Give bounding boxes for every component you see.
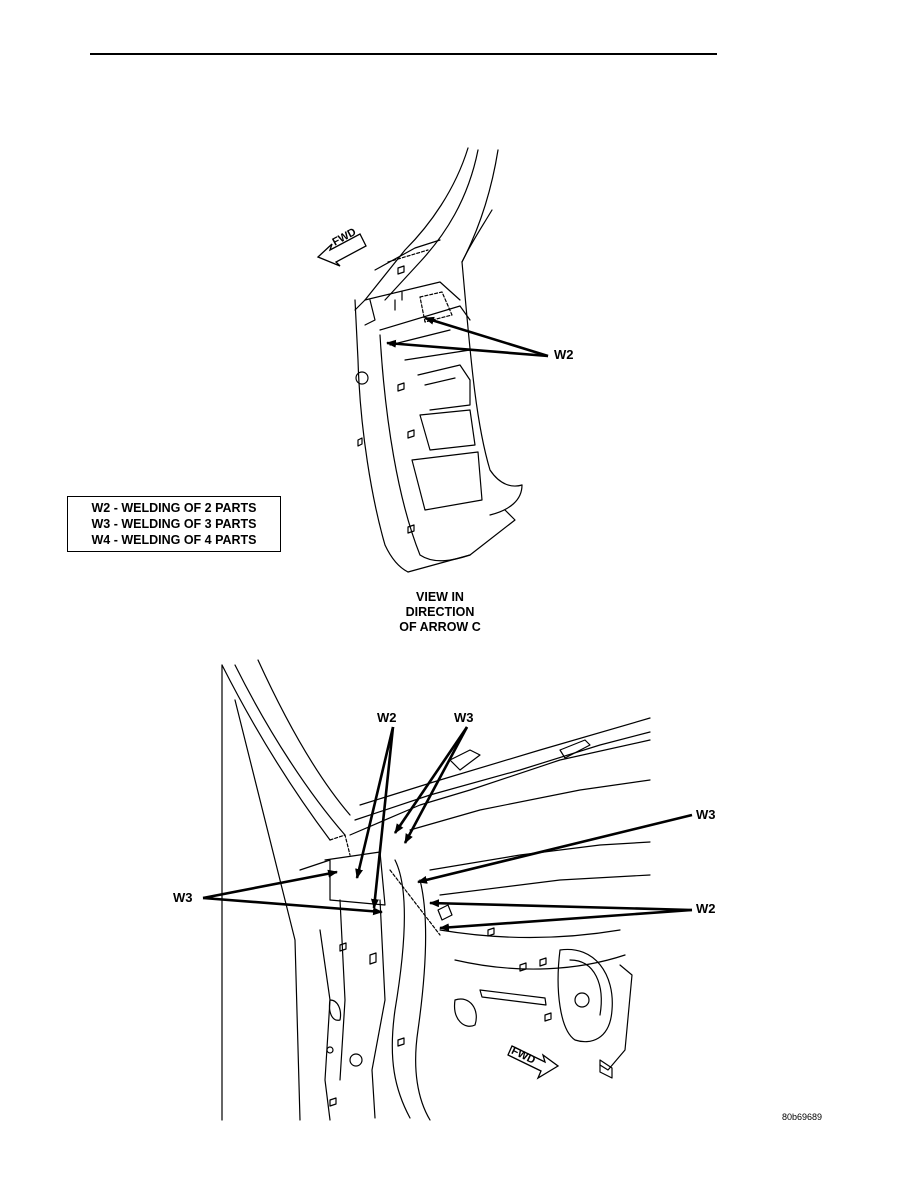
- leader-bottom-w3-top-b: [403, 726, 469, 844]
- bottom-body-drawing: [221, 659, 651, 1121]
- leader-bottom-w3-right: [417, 813, 693, 884]
- legend-row-w4: W4 - WELDING OF 4 PARTS: [91, 533, 257, 547]
- fwd-arrow-top-shape: [316, 233, 367, 267]
- caption-line-1: VIEW IN: [416, 590, 464, 604]
- label-bottom-w3-top: W3: [454, 710, 474, 725]
- label-bottom-w2-right: W2: [696, 901, 716, 916]
- legend-row-w2: W2 - WELDING OF 2 PARTS: [91, 501, 257, 515]
- leader-bottom-w2-right-a: [429, 899, 693, 912]
- header-rule: [90, 53, 717, 55]
- view-caption: VIEW IN DIRECTION OF ARROW C: [370, 590, 510, 635]
- label-top-w2: W2: [554, 347, 574, 362]
- leader-top-w2-b: [386, 339, 549, 358]
- caption-line-2: DIRECTION: [405, 605, 475, 619]
- leader-bottom-w3-top-a: [393, 726, 469, 834]
- top-pillar-drawing: [354, 147, 523, 573]
- label-bottom-w3-right: W3: [696, 807, 716, 822]
- leader-bottom-w3-left-b: [202, 896, 383, 916]
- legend-row-w3: W3 - WELDING OF 3 PARTS: [91, 517, 257, 531]
- leader-bottom-w2-top-b: [370, 726, 395, 909]
- leader-bottom-w2-top-a: [355, 726, 395, 879]
- figure-id: 80b69689: [782, 1112, 823, 1122]
- leader-bottom-w2-right-b: [439, 908, 693, 932]
- caption-line-3: OF ARROW C: [399, 620, 481, 634]
- fwd-arrow-bottom-shape: [507, 1045, 560, 1080]
- leader-bottom-w3-left-a: [202, 869, 338, 900]
- label-bottom-w2-top: W2: [377, 710, 397, 725]
- label-bottom-w3-left: W3: [173, 890, 193, 905]
- weld-legend-box: W2 - WELDING OF 2 PARTS W3 - WELDING OF …: [67, 496, 281, 552]
- leader-top-w2-a: [424, 316, 549, 358]
